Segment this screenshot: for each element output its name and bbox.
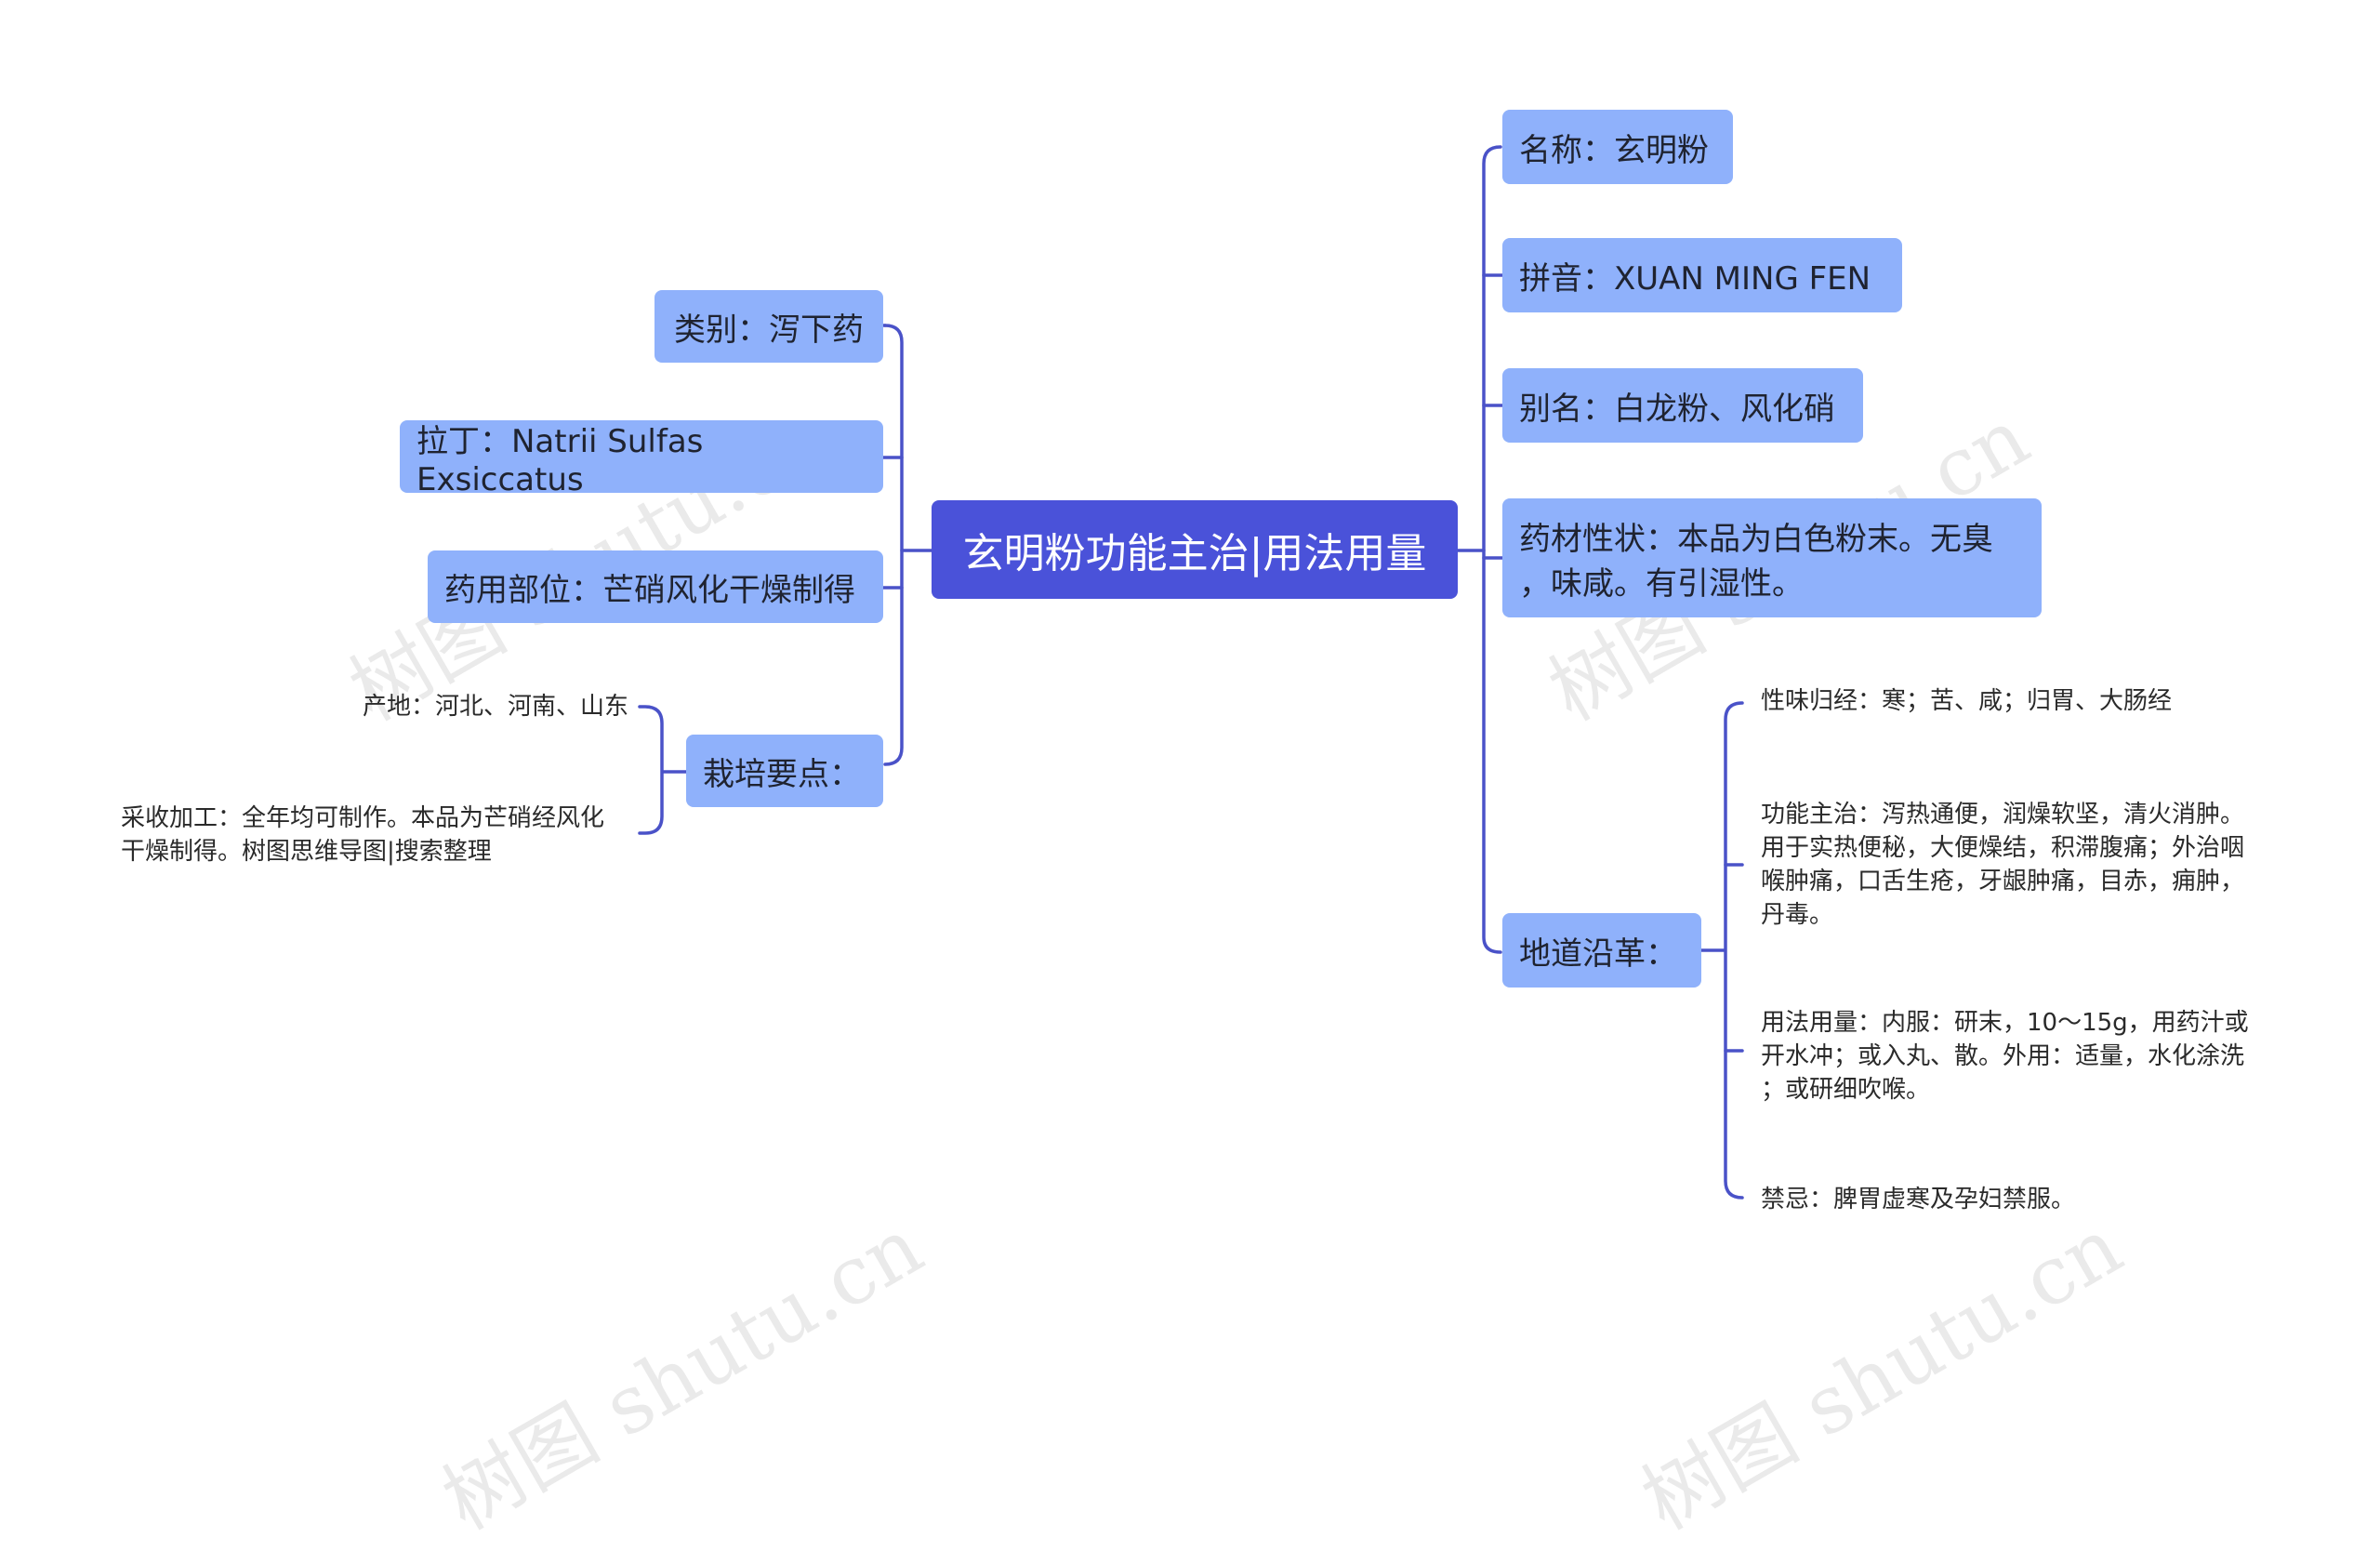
pinyin-node[interactable]: 拼音：XUAN MING FEN (1502, 238, 1902, 312)
function-leaf[interactable]: 功能主治：泻热通便，润燥软坚，清火消肿。 用于实热便秘，大便燥结，积滞腹痛；外治… (1761, 801, 2245, 929)
contraindication-leaf[interactable]: 禁忌：脾胃虚寒及孕妇禁服。 (1761, 1186, 2076, 1213)
category-node[interactable]: 类别：泻下药 (654, 290, 883, 363)
connector-cultivation-trunk (638, 705, 688, 835)
connector-right-trunk (1482, 145, 1502, 954)
mind-map-canvas: 树图 shutu.cn 树图 shutu.cn 树图 shutu.cn 树图 s… (121, 110, 2249, 1548)
harvest-leaf[interactable]: 采收加工：全年均可制作。本品为芒硝经风化 干燥制得。树图思维导图|搜索整理 (121, 804, 605, 866)
medicinal-part-node[interactable]: 药用部位：芒硝风化干燥制得 (428, 550, 883, 623)
connector-origin-trunk (1699, 701, 1744, 1200)
nature-leaf[interactable]: 性味归经：寒；苦、咸；归胃、大肠经 (1761, 687, 2173, 715)
alias-node[interactable]: 别名：白龙粉、风化硝 (1502, 368, 1863, 443)
usage-leaf[interactable]: 用法用量：内服：研末，10～15g，用药汁或 开水冲；或入丸、散。外用：适量，水… (1761, 1009, 2249, 1104)
connector-lines (638, 145, 1744, 1200)
traits-node[interactable]: 药材性状：本品为白色粉末。无臭 ，味咸。有引湿性。 (1502, 498, 2042, 617)
root-node[interactable]: 玄明粉功能主治|用法用量 (932, 500, 1458, 599)
cultivation-node[interactable]: 栽培要点： (686, 735, 883, 807)
origin-place-leaf[interactable]: 产地：河北、河南、山东 (362, 693, 628, 721)
name-node[interactable]: 名称：玄明粉 (1502, 110, 1733, 184)
connector-left-trunk (883, 324, 904, 766)
latin-node[interactable]: 拉丁：Natrii Sulfas Exsiccatus (400, 420, 883, 498)
origin-history-node[interactable]: 地道沿革： (1502, 913, 1701, 988)
